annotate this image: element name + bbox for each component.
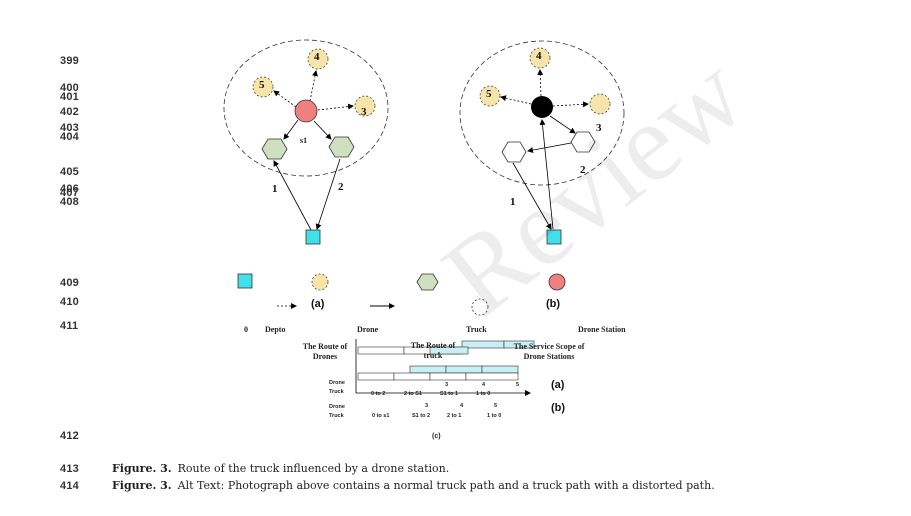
route-number: 1 <box>510 196 516 208</box>
line-number: 402 <box>60 106 79 118</box>
legend-service-scope: The Service Scope of Drone Stations <box>513 342 585 361</box>
service-scope-circle <box>223 39 389 177</box>
legend-drone-station-label: Drone Station <box>578 325 626 334</box>
legend-hexagon-symbol <box>416 273 439 291</box>
legend-station-symbol <box>548 273 566 291</box>
timeline-label-b: (b) <box>551 402 566 414</box>
line-number: 409 <box>60 277 79 289</box>
legend-depot-label: Depto <box>265 325 286 334</box>
hexagon-node <box>261 138 288 160</box>
timeline-segment: 1 to 0 <box>476 391 491 397</box>
line-number: 400 <box>60 82 79 94</box>
caption-label: Figure. 3. <box>112 462 172 475</box>
timeline-segment: 1 to 0 <box>487 413 502 419</box>
petal-number: 3 <box>596 122 602 134</box>
timeline-label-a: (a) <box>551 379 565 391</box>
legend-customer-symbol <box>311 273 329 291</box>
timeline-number: 3 <box>445 382 449 388</box>
figure-caption: Figure. 3. Route of the truck influenced … <box>112 462 449 475</box>
caption-text: Alt Text: Photograph above contains a no… <box>177 479 715 492</box>
customer-node <box>479 85 501 107</box>
hexagon-node <box>501 141 527 163</box>
line-number: 407 <box>60 187 79 199</box>
line-number: 414 <box>60 480 79 492</box>
customer-node <box>252 76 274 98</box>
line-number: 406 <box>60 183 79 195</box>
customer-node <box>589 93 611 115</box>
hexagon-node <box>570 131 596 153</box>
timeline-row-truck: Truck <box>329 389 344 395</box>
timeline-number: 3 <box>425 403 429 409</box>
subfigure-label-a: (a) <box>311 298 325 310</box>
timeline-number: 4 <box>482 382 486 388</box>
route-number: 2 <box>338 181 344 193</box>
timeline-segment: 0 to s1 <box>372 413 390 419</box>
timeline-number: 5 <box>494 403 498 409</box>
timeline-number: 4 <box>460 403 464 409</box>
timeline-row-truck: Truck <box>329 413 344 419</box>
subfigure-label-b: (b) <box>546 298 561 310</box>
caption-label: Figure. 3. <box>112 479 172 492</box>
line-number: 408 <box>60 196 79 208</box>
petal-number: 4 <box>536 50 542 62</box>
legend-zero-label: 0 <box>244 325 248 334</box>
line-number: 401 <box>60 91 79 103</box>
line-number: 410 <box>60 296 79 308</box>
timeline-segment: 0 to 2 <box>371 391 386 397</box>
petal-number: 4 <box>314 51 320 63</box>
petal-number: 5 <box>486 88 492 100</box>
timeline-segment: 2 to 1 <box>447 413 462 419</box>
line-number: 404 <box>60 131 79 143</box>
depot-node <box>546 229 562 245</box>
line-number: 411 <box>60 320 79 332</box>
route-number: 1 <box>272 183 278 195</box>
timeline-segment: 2 to S1 <box>404 391 423 397</box>
legend <box>237 273 566 316</box>
line-number: 399 <box>60 55 79 67</box>
petal-number: 5 <box>259 79 265 91</box>
petal-number: 3 <box>361 106 367 118</box>
service-scope-circle <box>459 40 625 186</box>
line-number: 405 <box>60 166 79 178</box>
legend-truck-label: Truck <box>466 325 487 334</box>
depot-node <box>305 229 321 245</box>
customer-node <box>307 48 329 70</box>
legend-service-scope-symbol <box>471 298 489 316</box>
figure-alt-text: Figure. 3. Alt Text: Photograph above con… <box>112 479 715 492</box>
line-number: 412 <box>60 430 79 442</box>
line-number: 403 <box>60 122 79 134</box>
station-label: s1 <box>300 136 308 145</box>
customer-node <box>529 47 551 69</box>
caption-text: Route of the truck influenced by a drone… <box>177 462 450 475</box>
diagram-a <box>223 39 389 245</box>
legend-depot-symbol <box>237 273 253 289</box>
timeline <box>355 339 535 396</box>
line-number: 413 <box>60 463 79 475</box>
timeline-row-drone: Drone <box>329 404 345 410</box>
legend-drone-label: Drone <box>357 325 379 334</box>
timeline-row-drone: Drone <box>329 380 345 386</box>
timeline-number: 5 <box>516 382 520 388</box>
timeline-segment: S1 to 1 <box>440 391 459 397</box>
legend-route-of-drones: The Route of Drones <box>302 342 348 361</box>
route-number: 2 <box>580 164 586 176</box>
legend-route-of-truck: The Route of truck <box>410 341 456 360</box>
customer-node <box>354 95 376 117</box>
subfigure-label-c: (c) <box>432 433 441 440</box>
drone-station-node <box>531 96 553 118</box>
drone-station-node <box>294 99 318 123</box>
hexagon-node <box>328 136 355 158</box>
diagram-b <box>459 40 625 245</box>
timeline-segment: S1 to 2 <box>412 413 431 419</box>
